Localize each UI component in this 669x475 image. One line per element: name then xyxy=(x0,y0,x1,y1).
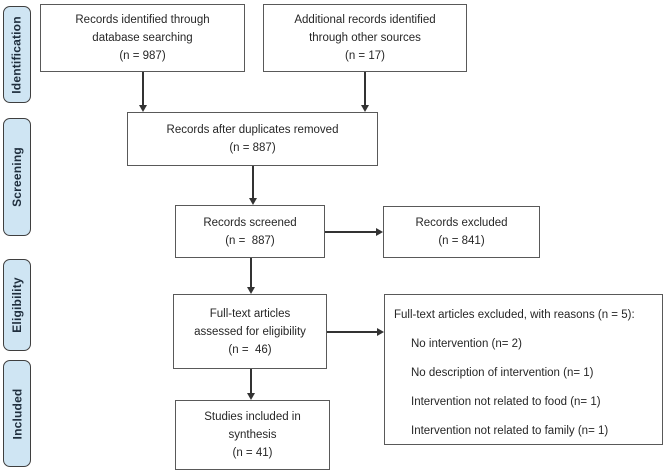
box-records-screened: Records screened (n = 887) xyxy=(175,205,325,258)
box-line: Records after duplicates removed xyxy=(166,124,339,136)
box-line: Records excluded xyxy=(415,217,508,229)
box-line: Studies included in xyxy=(204,411,301,423)
box-count: (n = 41) xyxy=(232,447,273,459)
box-count: (n = 987) xyxy=(119,50,166,62)
box-fulltext-excluded-reasons: Full-text articles excluded, with reason… xyxy=(384,294,663,445)
stage-screening-label: Screening xyxy=(10,147,25,207)
box-line: Records identified through xyxy=(75,14,210,26)
arrow-db-to-duplicates xyxy=(139,72,146,112)
box-line: Records screened xyxy=(203,216,297,229)
reasons-title: Full-text articles excluded, with reason… xyxy=(394,309,635,321)
box-count: (n = 46) xyxy=(228,343,272,356)
box-line: Additional records identified xyxy=(294,14,436,26)
stage-eligibility-label: Eligibility xyxy=(10,277,25,333)
arrow-screened-to-excluded xyxy=(325,228,383,235)
reason-item: Intervention not related to family (n= 1… xyxy=(411,425,609,437)
box-line: through other sources xyxy=(309,32,421,44)
reason-item: Intervention not related to food (n= 1) xyxy=(411,396,601,408)
box-additional-records: Additional records identified through ot… xyxy=(263,4,467,72)
arrow-screened-to-fulltext xyxy=(247,258,254,294)
box-line: assessed for eligibility xyxy=(194,325,306,338)
box-studies-included: Studies included in synthesis (n = 41) xyxy=(175,400,330,470)
stage-included: Included xyxy=(3,360,31,467)
stage-included-label: Included xyxy=(10,388,24,439)
arrow-fulltext-to-reasons xyxy=(327,328,384,335)
box-records-database-searching: Records identified through database sear… xyxy=(40,4,245,72)
box-duplicates-removed: Records after duplicates removed (n = 88… xyxy=(127,112,378,166)
box-line: synthesis xyxy=(228,429,277,441)
reason-item: No description of intervention (n= 1) xyxy=(411,367,594,379)
box-line: Full-text articles xyxy=(209,307,291,320)
stage-screening: Screening xyxy=(3,118,31,236)
reason-item: No intervention (n= 2) xyxy=(411,338,522,350)
box-fulltext-assessed: Full-text articles assessed for eligibil… xyxy=(173,294,327,369)
box-records-excluded: Records excluded (n = 841) xyxy=(383,206,540,258)
stage-eligibility: Eligibility xyxy=(3,259,31,351)
box-count: (n = 841) xyxy=(438,235,485,247)
box-count: (n = 887) xyxy=(225,234,275,247)
stage-identification-label: Identification xyxy=(10,15,24,94)
arrow-duplicates-to-screened xyxy=(249,166,256,205)
stage-identification: Identification xyxy=(3,6,31,103)
arrow-fulltext-to-included xyxy=(247,369,254,400)
box-count: (n = 887) xyxy=(229,142,276,154)
arrow-other-to-duplicates xyxy=(361,72,368,112)
box-line: database searching xyxy=(92,32,193,44)
box-count: (n = 17) xyxy=(345,50,385,62)
